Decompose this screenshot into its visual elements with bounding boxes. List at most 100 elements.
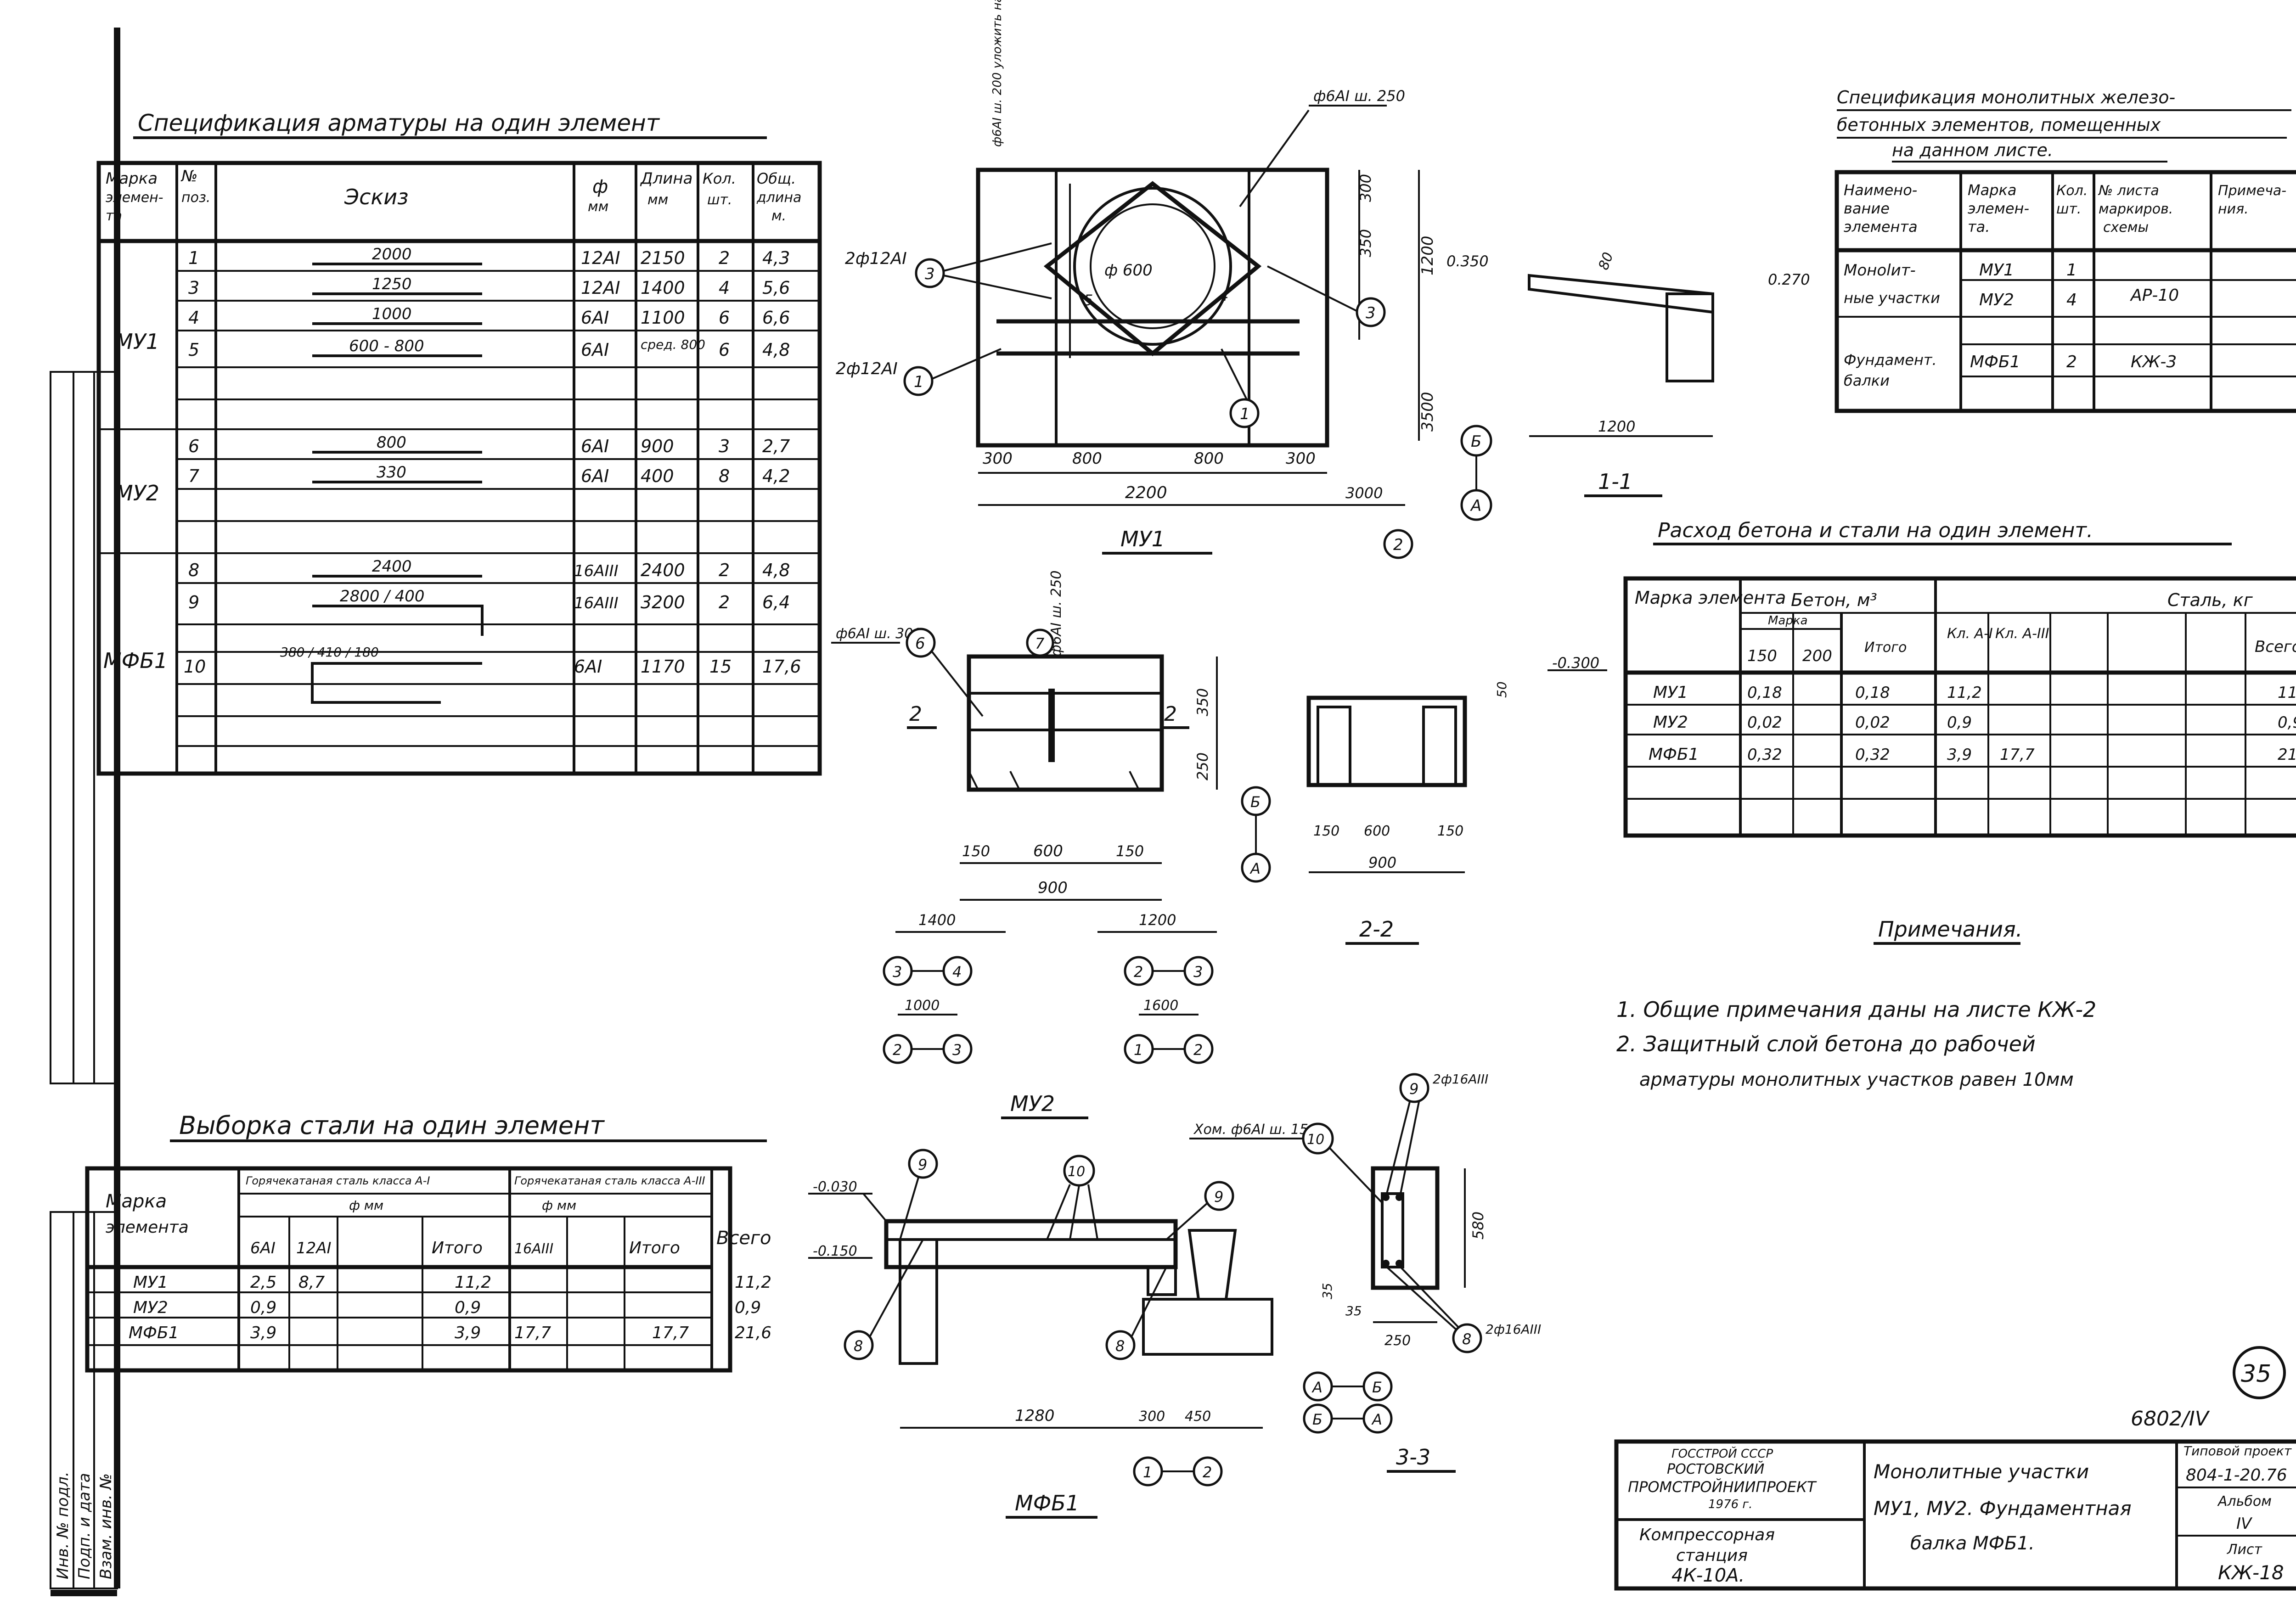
svg-text:Бетон, м³: Бетон, м³ bbox=[1791, 590, 1877, 610]
note-2: 2. Защитный слой бетона до рабочей bbox=[1616, 1032, 2036, 1056]
svg-text:300: 300 bbox=[1139, 1408, 1165, 1425]
svg-text:9: 9 bbox=[1409, 1080, 1418, 1098]
svg-text:-0.030: -0.030 bbox=[813, 1179, 857, 1195]
svg-text:15: 15 bbox=[709, 656, 732, 677]
svg-text:Монолитные участки: Монолитные участки bbox=[1874, 1460, 2089, 1483]
svg-text:Горячекатаная сталь класса А-I: Горячекатаная сталь класса А-III bbox=[514, 1174, 705, 1187]
svg-text:Хом. ф6АI ш. 150: Хом. ф6АI ш. 150 bbox=[1193, 1122, 1317, 1138]
svg-text:МУ2: МУ2 bbox=[1979, 291, 2014, 309]
svg-text:1: 1 bbox=[914, 373, 924, 391]
table-row: МУ2 4 bbox=[1979, 291, 2077, 309]
svg-text:150: 150 bbox=[962, 842, 990, 860]
svg-text:ф6АI ш. 250: ф6АI ш. 250 bbox=[1313, 87, 1405, 105]
svg-text:6: 6 bbox=[188, 436, 199, 456]
svg-text:МУ1, МУ2. Фундаментная: МУ1, МУ2. Фундаментная bbox=[1874, 1497, 2132, 1520]
svg-text:6,4: 6,4 bbox=[762, 592, 790, 612]
svg-text:Альбом: Альбом bbox=[2217, 1493, 2272, 1509]
svg-text:№ листа: № листа bbox=[2098, 183, 2159, 199]
svg-text:2: 2 bbox=[1134, 963, 1143, 981]
svg-text:5: 5 bbox=[188, 340, 199, 360]
svg-text:длина: длина bbox=[756, 190, 801, 206]
svg-text:ф 600: ф 600 bbox=[1104, 261, 1153, 280]
axis-marker-b: Б bbox=[1241, 786, 1271, 816]
svg-text:-0.150: -0.150 bbox=[813, 1243, 857, 1259]
svg-text:8: 8 bbox=[1462, 1330, 1471, 1348]
table-row: 7 330 6AI 400 8 4,2 bbox=[188, 463, 790, 486]
svg-text:Б: Б bbox=[1312, 1411, 1322, 1428]
svg-text:21,6: 21,6 bbox=[735, 1324, 771, 1342]
table-row: 3 1250 12AI 1400 4 5,6 bbox=[188, 275, 790, 298]
svg-text:Компрессорная: Компрессорная bbox=[1639, 1526, 1775, 1544]
svg-text:ные участки: ные участки bbox=[1844, 289, 1940, 307]
svg-text:2: 2 bbox=[1393, 536, 1403, 554]
svg-text:7: 7 bbox=[188, 466, 199, 486]
side-label-c: Взам. инв. № bbox=[97, 1473, 115, 1579]
svg-text:ф мм: ф мм bbox=[542, 1198, 576, 1213]
rebar-spec-title: Спецификация арматуры на один элемент bbox=[138, 110, 660, 136]
svg-text:11,2: 11,2 bbox=[455, 1273, 491, 1292]
mu1-label: МУ1 bbox=[1120, 527, 1165, 551]
svg-text:0,9: 0,9 bbox=[250, 1298, 276, 1317]
svg-text:0.270: 0.270 bbox=[1768, 271, 1810, 288]
axis-marker-2: 2 bbox=[883, 1034, 913, 1064]
svg-text:элемента: элемента bbox=[1844, 218, 1918, 236]
spec-header-mark: Марка bbox=[106, 169, 158, 188]
svg-text:8,7: 8,7 bbox=[298, 1273, 325, 1292]
table-row: 10 380 / 410 / 180 6AI 1170 15 17,6 bbox=[184, 645, 801, 704]
section-1-1: 0.350 0.270 80 1200 1-1 bbox=[1446, 250, 1810, 497]
section-2-2-label: 2-2 bbox=[1359, 917, 1394, 942]
svg-text:поз.: поз. bbox=[181, 190, 210, 206]
svg-text:11,2: 11,2 bbox=[2278, 684, 2296, 702]
pipe-opening bbox=[1073, 187, 1232, 346]
mfb1-elevation: -0.030 -0.150 9 10 9 8 8 1280 300 450 1 … bbox=[808, 1149, 1273, 1519]
svg-text:21,6: 21,6 bbox=[2278, 746, 2296, 764]
svg-text:5,6: 5,6 bbox=[762, 278, 790, 298]
svg-text:2: 2 bbox=[2066, 353, 2077, 371]
svg-text:150: 150 bbox=[1747, 647, 1777, 665]
rebar-spec-table: Спецификация арматуры на один элемент bbox=[96, 110, 822, 776]
svg-text:250: 250 bbox=[1384, 1333, 1411, 1349]
svg-text:АР-10: АР-10 bbox=[2130, 286, 2179, 305]
svg-text:МУ1: МУ1 bbox=[1979, 261, 2014, 280]
svg-text:бетонных элементов, помещенных: бетонных элементов, помещенных bbox=[1837, 115, 2161, 135]
svg-text:2,7: 2,7 bbox=[762, 436, 790, 456]
svg-text:0,02: 0,02 bbox=[1747, 713, 1782, 732]
svg-text:ф6АI ш. 200 уложить на поз. 1: ф6АI ш. 200 уложить на поз. 1 bbox=[990, 0, 1004, 147]
svg-text:Моноlит-: Моноlит- bbox=[1844, 261, 1916, 280]
svg-text:0,9: 0,9 bbox=[735, 1298, 761, 1317]
svg-text:6,6: 6,6 bbox=[762, 308, 790, 328]
table-row: МУ1 1 АР-10 bbox=[1979, 261, 2179, 305]
svg-text:6AI: 6AI bbox=[250, 1239, 276, 1257]
axis-marker-a: А bbox=[1241, 853, 1271, 883]
svg-text:сред. 800: сред. 800 bbox=[641, 337, 705, 352]
svg-text:МФБ1: МФБ1 bbox=[1970, 353, 2020, 371]
svg-text:Б: Б bbox=[1471, 432, 1481, 451]
svg-text:Кол.: Кол. bbox=[2056, 183, 2088, 199]
svg-text:1200: 1200 bbox=[1418, 236, 1437, 275]
svg-text:Лист: Лист bbox=[2227, 1542, 2263, 1558]
svg-text:2ф12АI: 2ф12АI bbox=[845, 249, 907, 268]
svg-text:2: 2 bbox=[1203, 1464, 1212, 1481]
table-row: МФБ1 3,9 3,9 17,7 17,7 21,6 bbox=[129, 1324, 771, 1342]
svg-text:10: 10 bbox=[1068, 1164, 1085, 1180]
svg-text:2ф16АIII: 2ф16АIII bbox=[1433, 1072, 1488, 1087]
axis-marker-a: А bbox=[1303, 1371, 1333, 1402]
axis-marker-2: 2 bbox=[1193, 1456, 1223, 1487]
svg-text:2: 2 bbox=[719, 248, 730, 268]
svg-text:3: 3 bbox=[1193, 963, 1203, 981]
table-row: МУ2 0,02 0,02 0,9 0,9 bbox=[1653, 713, 2296, 732]
svg-text:4: 4 bbox=[1219, 287, 1228, 304]
title-block: ГОССТРОЙ СССР РОСТОВСКИЙ ПРОМСТРОЙНИИПРО… bbox=[1614, 1439, 2296, 1591]
svg-text:схемы: схемы bbox=[2103, 219, 2149, 236]
table-row: 6 800 6AI 900 3 2,7 bbox=[188, 433, 790, 456]
position-marker-3: 3 bbox=[915, 258, 945, 288]
svg-text:0,18: 0,18 bbox=[1855, 684, 1890, 702]
svg-text:12AI: 12AI bbox=[581, 278, 620, 298]
svg-text:2ф12АI: 2ф12АI bbox=[836, 359, 898, 378]
svg-text:Наимено-: Наимено- bbox=[1844, 181, 1917, 199]
svg-text:330: 330 bbox=[377, 463, 406, 482]
svg-text:ния.: ния. bbox=[2218, 201, 2249, 217]
mu1-plan: ф 600 300 800 800 300 2200 3000 300 350 … bbox=[836, 0, 1492, 559]
svg-text:900: 900 bbox=[1368, 854, 1396, 871]
